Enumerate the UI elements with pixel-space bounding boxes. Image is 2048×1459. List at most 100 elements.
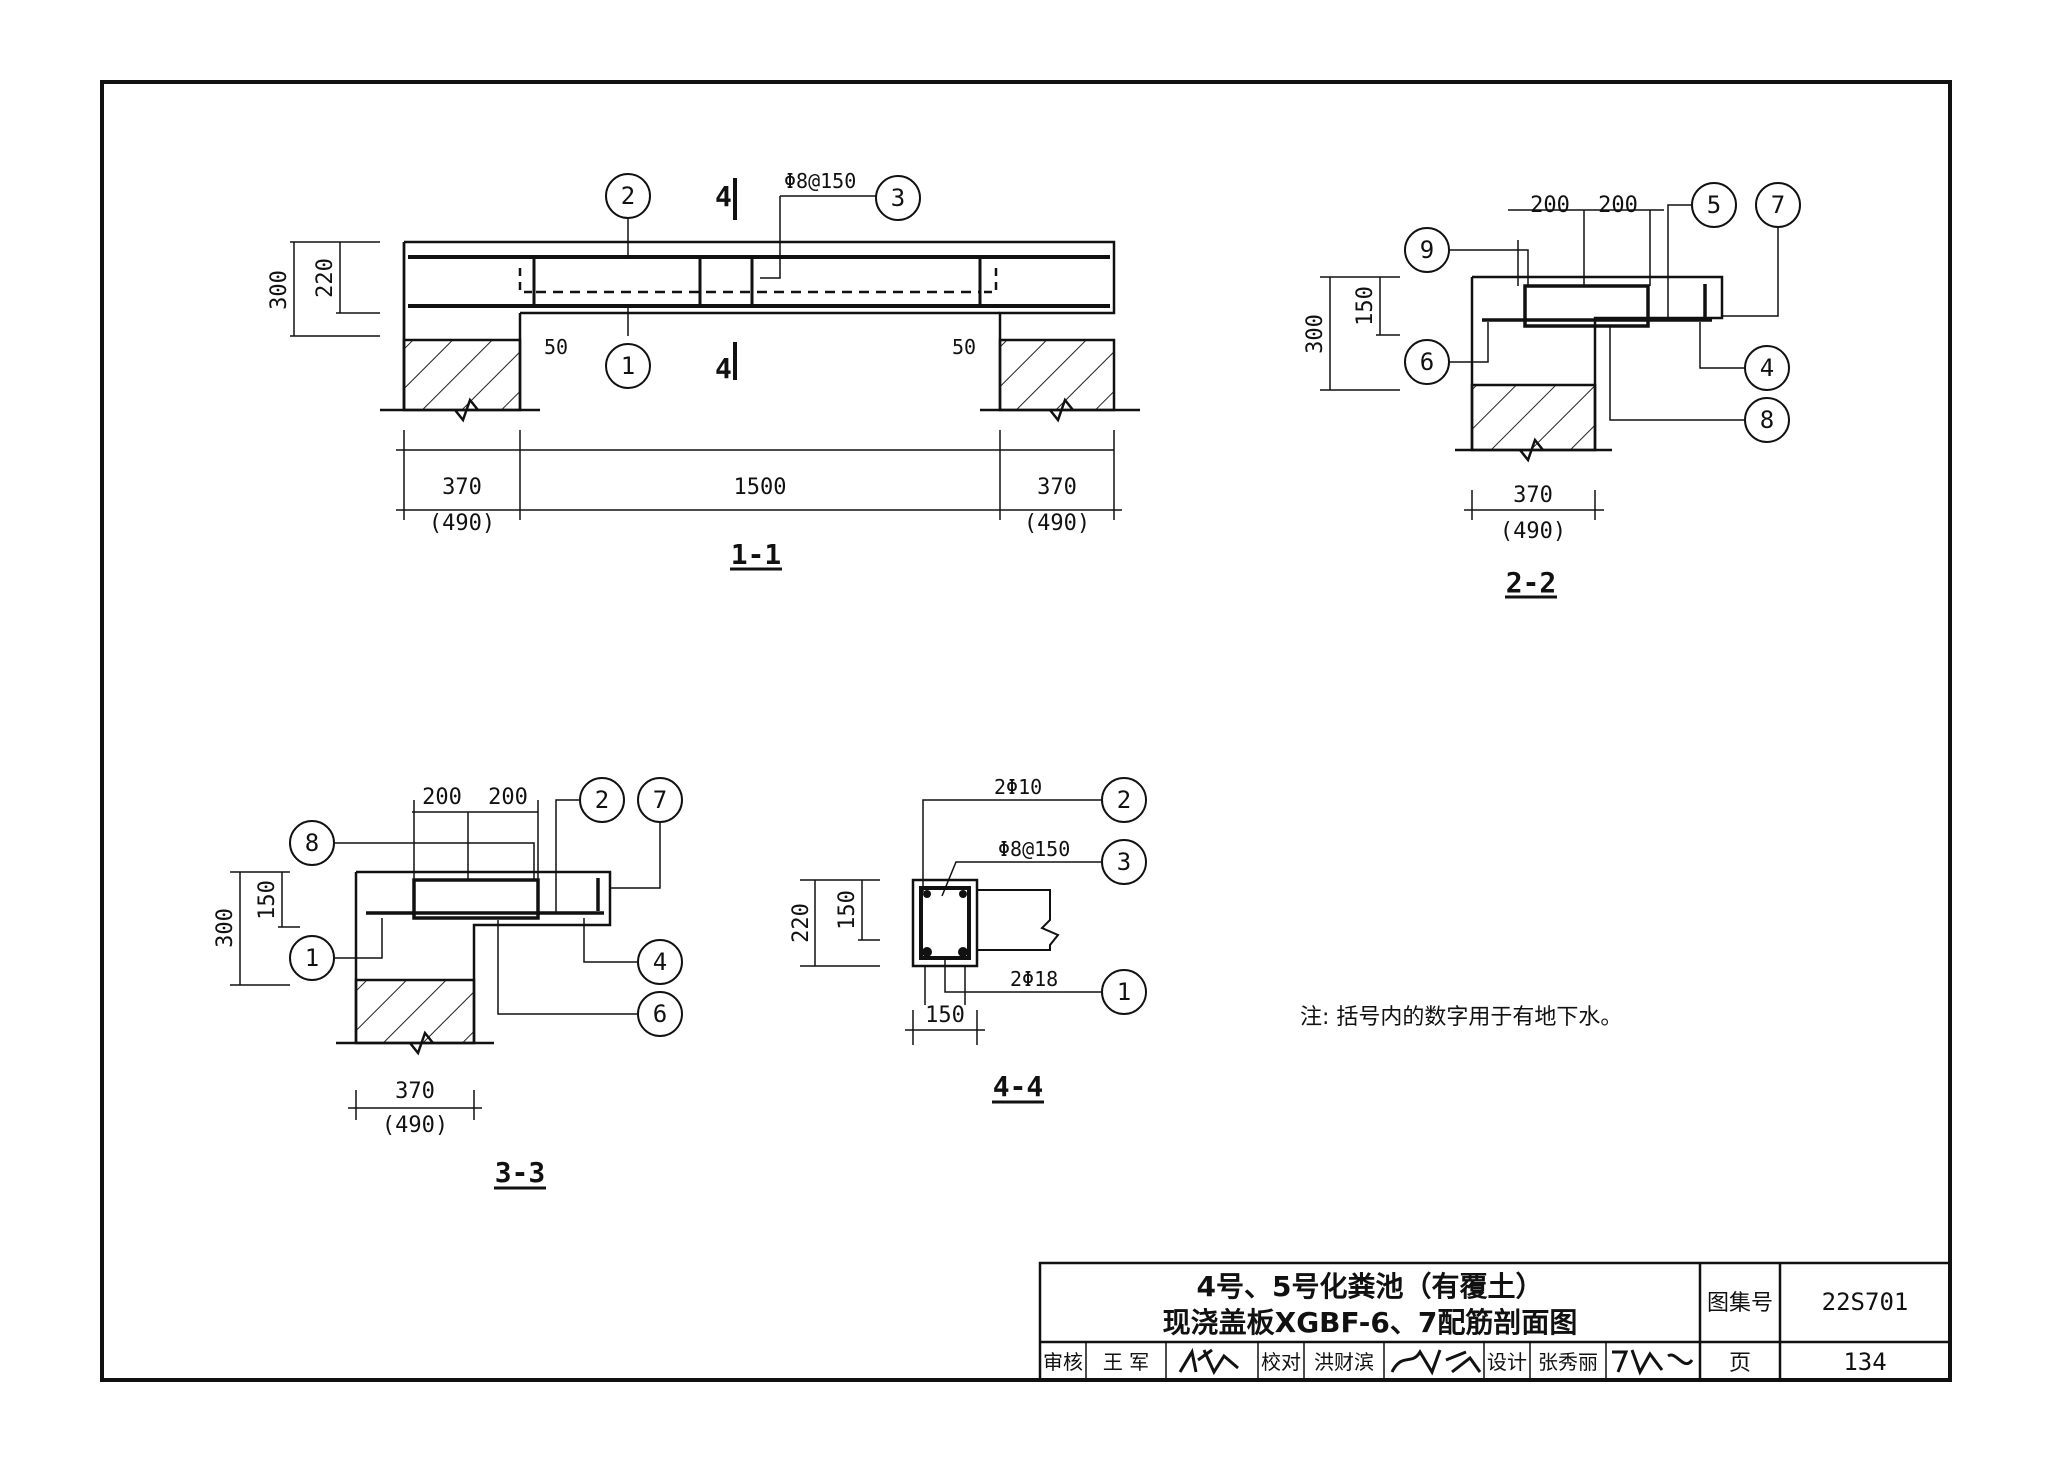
mark-3: 3 bbox=[1117, 848, 1131, 876]
page-number: 134 bbox=[1843, 1348, 1886, 1376]
dim-200-a: 200 bbox=[422, 785, 462, 810]
dim-300: 300 bbox=[267, 270, 292, 310]
dim-1500: 1500 bbox=[734, 475, 787, 500]
checker-name: 洪财滨 bbox=[1314, 1350, 1374, 1374]
wall-left bbox=[402, 338, 522, 412]
designer-name: 张秀丽 bbox=[1538, 1350, 1598, 1374]
mark-circle bbox=[637, 939, 683, 985]
marks-3-3 bbox=[289, 777, 683, 1037]
mark-circle bbox=[1744, 397, 1790, 443]
signature-checker bbox=[1390, 1349, 1482, 1376]
dim-370-left: 370 bbox=[442, 475, 482, 500]
mark-2: 2 bbox=[621, 182, 635, 210]
stirrup-2-2 bbox=[1523, 284, 1650, 328]
rebar-label-top: Φ8@150 bbox=[784, 169, 856, 193]
mark-circle bbox=[1755, 182, 1801, 228]
dim-50-left: 50 bbox=[544, 335, 568, 359]
cut-mark-bottom: 4 bbox=[715, 352, 732, 385]
dim-220: 220 bbox=[313, 258, 338, 298]
mark-circle bbox=[289, 935, 335, 981]
rebar-label-bottom: 2Φ18 bbox=[1010, 967, 1058, 991]
dim-300: 300 bbox=[213, 908, 238, 948]
mark-circle bbox=[637, 991, 683, 1037]
design-label: 设计 bbox=[1487, 1350, 1527, 1374]
mark-circle bbox=[1404, 227, 1450, 273]
signatures bbox=[1178, 1347, 1694, 1376]
signature-reviewer bbox=[1178, 1347, 1239, 1376]
reviewer-name: 王 军 bbox=[1103, 1350, 1149, 1374]
cut-mark-top: 4 bbox=[715, 180, 732, 213]
wall-3-3 bbox=[354, 978, 476, 1045]
dim-50-right: 50 bbox=[952, 335, 976, 359]
mark-7: 7 bbox=[1771, 191, 1785, 219]
mark-circle bbox=[1101, 777, 1147, 823]
mark-4: 4 bbox=[653, 948, 667, 976]
dim-220: 220 bbox=[789, 903, 814, 943]
dim-490: (490) bbox=[1500, 519, 1566, 544]
mark-5: 5 bbox=[1707, 191, 1721, 219]
wall-2-2 bbox=[1470, 383, 1597, 452]
mark-circle bbox=[289, 820, 335, 866]
mark-circle bbox=[579, 777, 625, 823]
sheet-border bbox=[100, 80, 1952, 1382]
section-label-4-4: 4-4 bbox=[993, 1070, 1044, 1103]
mark-circle bbox=[1691, 182, 1737, 228]
review-label: 审核 bbox=[1043, 1350, 1083, 1374]
mark-8: 8 bbox=[305, 829, 319, 857]
section-3-3 bbox=[230, 799, 661, 1120]
section-label-3-3: 3-3 bbox=[495, 1156, 546, 1189]
rebar-label-stirrup: Φ8@150 bbox=[998, 837, 1070, 861]
stirrup-3-3 bbox=[412, 878, 540, 920]
rebar-label-top: 2Φ10 bbox=[994, 775, 1042, 799]
dim-200-b: 200 bbox=[1598, 193, 1638, 218]
mark-8: 8 bbox=[1760, 406, 1774, 434]
atlas-label: 图集号 bbox=[1707, 1291, 1773, 1316]
dim-150: 150 bbox=[255, 880, 280, 920]
dim-490-left: (490) bbox=[429, 511, 495, 536]
mark-circle bbox=[1404, 339, 1450, 385]
mark-9: 9 bbox=[1420, 236, 1434, 264]
mark-circle bbox=[1744, 345, 1790, 391]
wall-right bbox=[998, 338, 1116, 412]
dim-150: 150 bbox=[1353, 286, 1378, 326]
dim-490: (490) bbox=[382, 1113, 448, 1138]
title-block bbox=[1038, 1261, 1952, 1382]
mark-circle bbox=[1101, 969, 1147, 1015]
mark-7: 7 bbox=[653, 786, 667, 814]
marks-4-4 bbox=[1101, 777, 1147, 1015]
marks-1-1 bbox=[605, 173, 921, 389]
dim-200-b: 200 bbox=[488, 785, 528, 810]
mark-4: 4 bbox=[1760, 354, 1774, 382]
dim-370-right: 370 bbox=[1037, 475, 1077, 500]
mark-circle bbox=[637, 777, 683, 823]
section-4-4 bbox=[800, 799, 1102, 1045]
dim-490-right: (490) bbox=[1024, 511, 1090, 536]
mark-2: 2 bbox=[595, 786, 609, 814]
marks-2-2 bbox=[1404, 182, 1801, 443]
page-label: 页 bbox=[1729, 1351, 1751, 1376]
drawing-title-line1: 4号、5号化粪池（有覆土） bbox=[1197, 1270, 1544, 1303]
mark-1: 1 bbox=[305, 944, 319, 972]
dim-200-a: 200 bbox=[1530, 193, 1570, 218]
dim-370: 370 bbox=[1513, 483, 1553, 508]
drawing-title-line2: 现浇盖板XGBF-6、7配筋剖面图 bbox=[1163, 1306, 1578, 1339]
mark-circle bbox=[605, 173, 651, 219]
section-2-2 bbox=[1320, 204, 1779, 520]
signature-designer bbox=[1612, 1349, 1694, 1376]
dim-150: 150 bbox=[835, 890, 860, 930]
rebar-dots bbox=[922, 890, 968, 957]
section-label-2-2: 2-2 bbox=[1506, 566, 1557, 599]
mark-3: 3 bbox=[891, 184, 905, 212]
mark-1: 1 bbox=[621, 352, 635, 380]
mark-circle bbox=[875, 175, 921, 221]
dim-370: 370 bbox=[395, 1079, 435, 1104]
dim-150-width: 150 bbox=[925, 1003, 965, 1028]
dim-300: 300 bbox=[1303, 314, 1328, 354]
check-label: 校对 bbox=[1261, 1350, 1301, 1374]
mark-2: 2 bbox=[1117, 786, 1131, 814]
mark-1: 1 bbox=[1117, 978, 1131, 1006]
section-label-1-1: 1-1 bbox=[731, 538, 782, 571]
mark-6: 6 bbox=[1420, 348, 1434, 376]
